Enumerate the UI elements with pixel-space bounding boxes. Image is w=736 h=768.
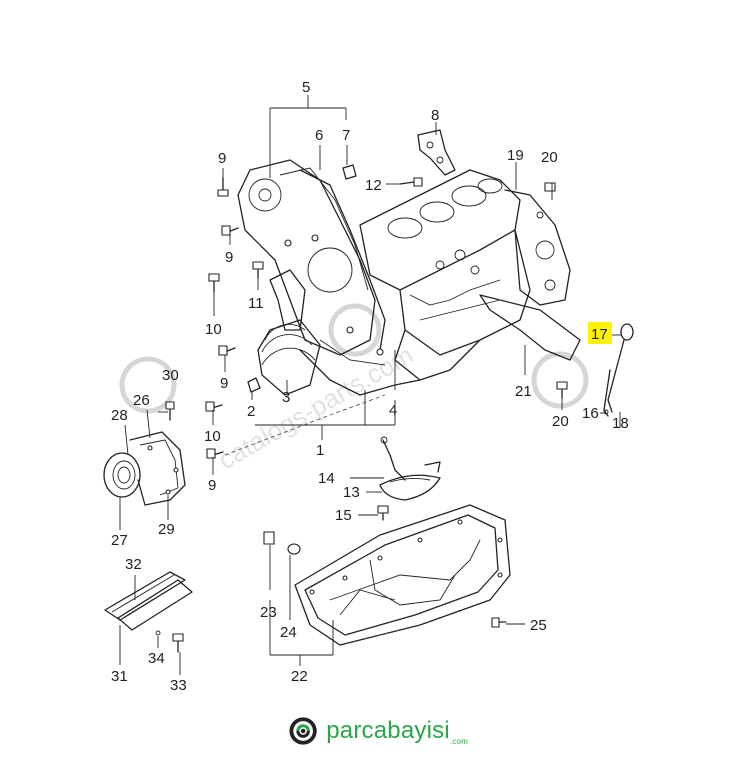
label-30: 30: [162, 367, 179, 384]
label-23: 23: [260, 604, 277, 621]
label-2: 2: [247, 403, 255, 420]
label-33: 33: [170, 677, 187, 694]
label-28: 28: [111, 407, 128, 424]
label-12: 12: [365, 177, 382, 194]
leader-lines: [119, 95, 622, 675]
label-11: 11: [248, 295, 264, 312]
label-26: 26: [133, 392, 150, 409]
label-17: 17: [591, 326, 608, 343]
side-cover: [104, 571, 193, 636]
label-14: 14: [318, 470, 335, 487]
label-9-second: 9: [225, 249, 233, 266]
oil-strainer: [379, 436, 441, 501]
label-5: 5: [302, 79, 310, 96]
label-32: 32: [125, 556, 142, 573]
label-1: 1: [316, 442, 324, 459]
label-24: 24: [280, 624, 297, 641]
part-labels: 5 6 7 8 19 20 12 9 9 11 10 9 2 3 4 10 1 …: [111, 79, 629, 694]
brand-logo-icon: [289, 717, 317, 745]
label-9-third: 9: [220, 375, 228, 392]
label-15: 15: [335, 507, 352, 524]
label-4: 4: [389, 402, 397, 419]
label-25: 25: [530, 617, 547, 634]
label-21: 21: [515, 383, 532, 400]
label-22: 22: [291, 668, 308, 685]
label-20-lower: 20: [552, 413, 569, 430]
label-31: 31: [111, 668, 128, 685]
brand-logo: parcabayisi.com: [288, 708, 468, 754]
label-34: 34: [148, 650, 165, 667]
label-18: 18: [612, 415, 629, 432]
label-10-upper: 10: [205, 321, 222, 338]
oil-pan: [263, 504, 511, 646]
rear-oil-seal: [103, 431, 186, 506]
label-10-lower: 10: [204, 428, 221, 445]
label-16: 16: [582, 405, 599, 422]
label-13: 13: [343, 484, 360, 501]
dipstick-assembly: [603, 323, 634, 417]
label-20-top: 20: [541, 149, 558, 166]
label-9-top: 9: [218, 150, 226, 167]
label-9-bottom: 9: [208, 477, 216, 494]
engine-block: [299, 169, 581, 396]
label-8: 8: [431, 107, 439, 124]
label-7: 7: [342, 127, 350, 144]
highlight-box: [588, 322, 612, 344]
label-6: 6: [315, 127, 323, 144]
brand-name: parcabayisi.com: [326, 716, 468, 746]
label-29: 29: [158, 521, 175, 538]
label-19: 19: [507, 147, 524, 164]
bracket-8: [417, 129, 456, 176]
timing-cover-assembly: [237, 159, 386, 396]
label-27: 27: [111, 532, 128, 549]
label-3: 3: [282, 389, 290, 406]
